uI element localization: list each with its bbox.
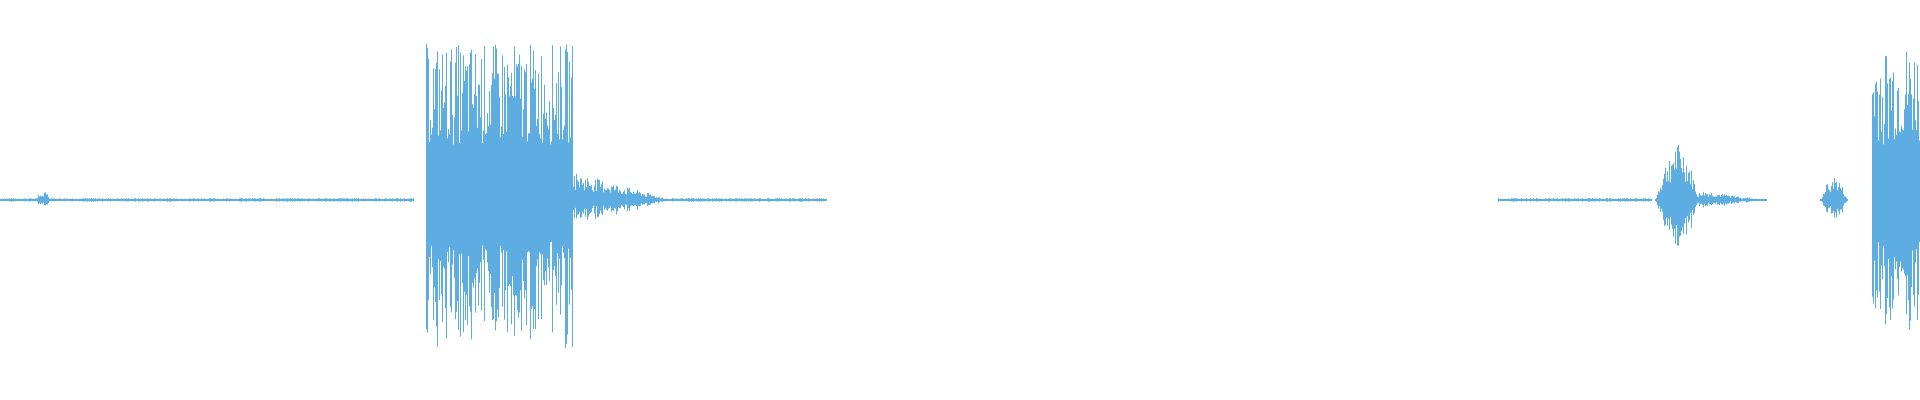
waveform-path — [1655, 144, 1700, 246]
waveform-segment-burst-end — [1872, 51, 1920, 330]
waveform-path — [672, 198, 827, 202]
waveform-segment-decay-small — [1699, 191, 1767, 208]
waveform-segment-burst-main — [426, 44, 573, 349]
waveform-path — [1820, 177, 1848, 218]
waveform-path — [0, 198, 414, 202]
waveform-path — [1872, 51, 1920, 330]
waveform-path — [1699, 191, 1767, 208]
waveform-path — [572, 173, 673, 220]
waveform-path — [35, 192, 51, 206]
waveform-path — [426, 44, 573, 349]
waveform-segment-silence-mid — [1498, 198, 1652, 202]
waveform-segment-tail-main — [672, 198, 827, 202]
waveform-segment-burst-small — [1655, 144, 1700, 246]
waveform-segment-click — [35, 192, 51, 206]
waveform-segment-burst-tiny — [1820, 177, 1848, 218]
waveform-segment-decay-main — [572, 173, 673, 220]
waveform-path — [1498, 198, 1652, 202]
waveform-segment-silence-lead — [0, 198, 414, 202]
